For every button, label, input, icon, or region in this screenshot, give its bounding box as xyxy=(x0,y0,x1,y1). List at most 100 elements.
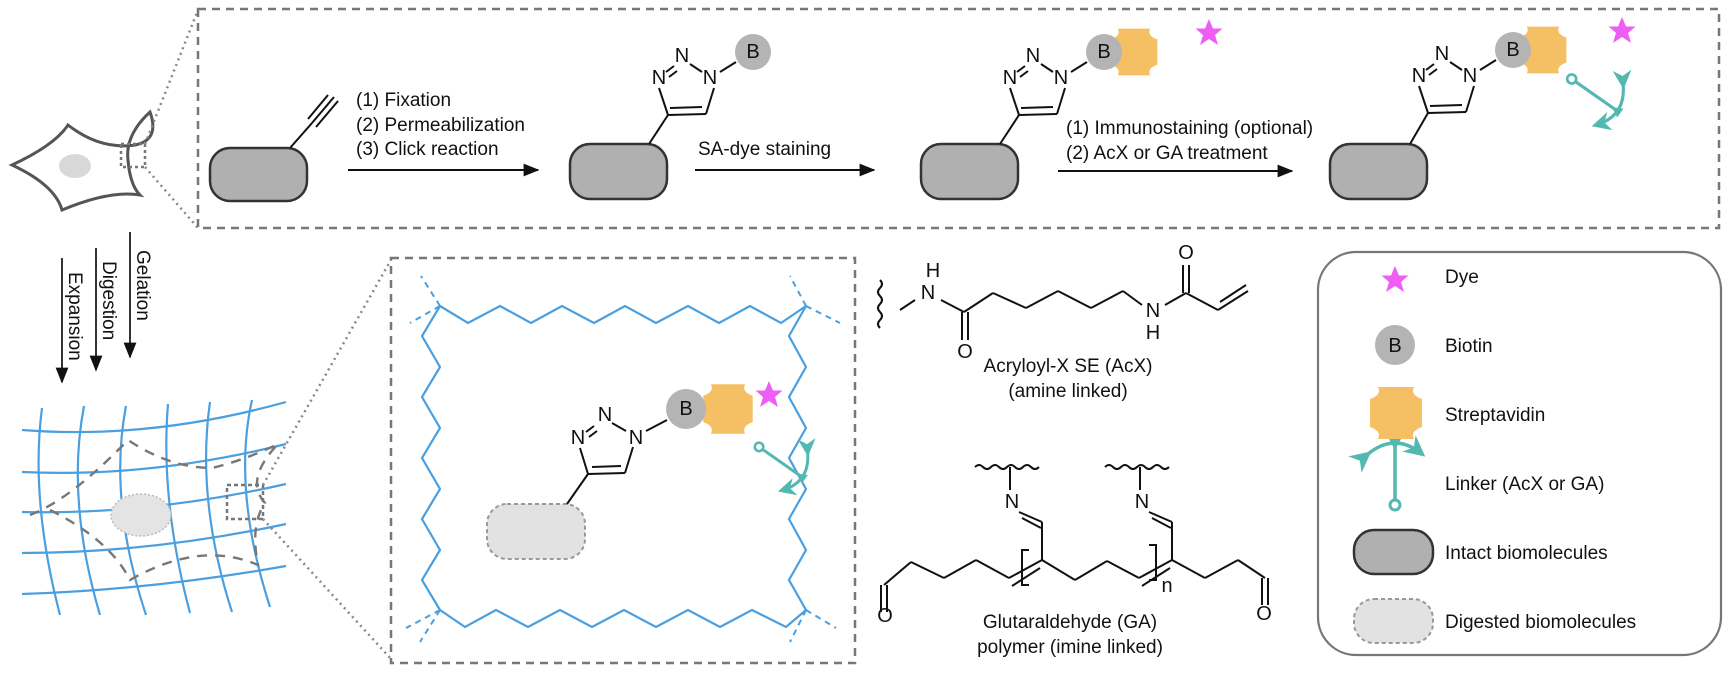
svg-text:N: N xyxy=(1003,67,1017,89)
dye-star xyxy=(755,381,783,407)
stage-linked: N N N B xyxy=(1328,17,1636,201)
linker-anchor xyxy=(742,426,818,498)
intact-biomolecule xyxy=(568,142,669,201)
biotin-circle xyxy=(735,34,771,70)
svg-text:N: N xyxy=(1135,491,1149,513)
intact-biomolecule xyxy=(208,146,309,203)
biotin-circle xyxy=(1495,32,1531,68)
svg-text:N: N xyxy=(1146,300,1160,322)
dye-star xyxy=(1608,17,1636,43)
polymer-chains xyxy=(405,275,841,643)
svg-text:H: H xyxy=(1146,322,1160,344)
svg-text:N: N xyxy=(571,427,585,449)
svg-text:B: B xyxy=(1097,41,1110,63)
acx-title: Acryloyl-X SE (AcX) xyxy=(984,356,1153,377)
acx-atoms: H N O N H O xyxy=(921,242,1194,363)
streptavidin-icon xyxy=(1370,387,1422,439)
zoom-line xyxy=(262,518,393,661)
svg-text:n: n xyxy=(1161,575,1172,597)
svg-text:(2) Permeabilization: (2) Permeabilization xyxy=(356,115,525,136)
triazole-ring: N N N xyxy=(999,45,1068,145)
digested-biomolecule xyxy=(486,503,586,560)
svg-text:H: H xyxy=(926,260,940,282)
triazole-ring: N N N xyxy=(1409,43,1477,145)
legend-frame xyxy=(1316,250,1723,657)
svg-text:Linker (AcX or GA): Linker (AcX or GA) xyxy=(1445,474,1604,495)
svg-text:N: N xyxy=(703,67,717,89)
digested-cell-outline xyxy=(29,438,279,582)
step-digestion: Digestion xyxy=(98,261,119,340)
cell-illustration xyxy=(8,109,155,213)
svg-text:B: B xyxy=(746,41,759,63)
legend-item-biotin: B Biotin xyxy=(1375,325,1493,365)
streptavidin-shape xyxy=(703,384,753,434)
step2-label: SA-dye staining xyxy=(698,139,831,160)
biotin-circle-icon xyxy=(1375,325,1415,365)
process-arrows: Gelation Digestion Expansion xyxy=(55,232,153,384)
ga-title: Glutaraldehyde (GA) xyxy=(983,612,1157,633)
legend: Dye B Biotin Streptavidin Linker (AcX or… xyxy=(1316,250,1723,657)
linker-anchor xyxy=(1554,56,1634,132)
ga-structure xyxy=(880,464,1269,612)
stage-biotin: N N N B xyxy=(568,34,771,201)
zoom-line xyxy=(144,166,199,229)
svg-text:N: N xyxy=(1463,65,1477,87)
legend-item-streptavidin: Streptavidin xyxy=(1370,387,1545,439)
zoom-line xyxy=(261,257,394,486)
intact-biomolecule xyxy=(1328,142,1429,201)
cell-nucleus xyxy=(59,154,91,178)
zoom-line xyxy=(143,9,200,145)
svg-text:N: N xyxy=(1412,65,1426,87)
svg-text:O: O xyxy=(957,341,973,363)
svg-text:(3) Click reaction: (3) Click reaction xyxy=(356,139,499,160)
svg-text:Biotin: Biotin xyxy=(1445,336,1493,357)
svg-text:(1) Fixation: (1) Fixation xyxy=(356,90,451,111)
svg-text:N: N xyxy=(629,427,643,449)
svg-text:B: B xyxy=(1388,335,1401,357)
svg-text:B: B xyxy=(679,398,692,420)
svg-text:B: B xyxy=(1506,39,1519,61)
svg-text:(1) Immunostaining (optional): (1) Immunostaining (optional) xyxy=(1066,118,1313,139)
legend-item-linker: Linker (AcX or GA) xyxy=(1368,439,1604,510)
svg-text:(2) AcX or GA treatment: (2) AcX or GA treatment xyxy=(1066,143,1268,164)
dye-star-icon xyxy=(1381,266,1409,292)
svg-text:N: N xyxy=(675,45,689,67)
biotin-circle xyxy=(1086,34,1122,70)
legend-item-intact: Intact biomolecules xyxy=(1352,528,1608,576)
stage-sa-dye: N N N B xyxy=(919,19,1223,201)
svg-text:N: N xyxy=(598,404,612,426)
intact-biomolecule xyxy=(919,142,1020,201)
svg-text:Digested biomolecules: Digested biomolecules xyxy=(1445,612,1636,633)
svg-text:Streptavidin: Streptavidin xyxy=(1445,405,1545,426)
digested-biomolecule-icon xyxy=(1353,598,1434,644)
svg-text:N: N xyxy=(921,282,935,304)
step1-label: (1) Fixation (2) Permeabilization (3) Cl… xyxy=(356,90,525,160)
svg-text:N: N xyxy=(1005,491,1019,513)
step-gelation: Gelation xyxy=(132,250,153,321)
svg-text:O: O xyxy=(1178,242,1194,264)
svg-text:N: N xyxy=(1054,67,1068,89)
triazole-ring: N N N xyxy=(648,45,717,145)
svg-text:N: N xyxy=(652,67,666,89)
svg-text:Intact biomolecules: Intact biomolecules xyxy=(1445,543,1608,564)
svg-text:Dye: Dye xyxy=(1445,267,1479,288)
acx-subtitle: (amine linked) xyxy=(1008,381,1127,402)
linker-anchor-icon xyxy=(1368,439,1422,510)
digested-nucleus xyxy=(110,493,172,537)
ga-atoms: N N O O n xyxy=(877,491,1272,627)
dye-star xyxy=(1195,19,1223,45)
intact-biomolecule-icon xyxy=(1352,528,1435,576)
step3-label: (1) Immunostaining (optional) (2) AcX or… xyxy=(1066,118,1313,164)
zoomed-gel-frame xyxy=(389,256,857,665)
legend-item-digested: Digested biomolecules xyxy=(1353,598,1636,644)
step-expansion: Expansion xyxy=(64,272,85,361)
zoomed-conjugate: N N N B xyxy=(486,381,818,560)
svg-text:O: O xyxy=(877,605,893,627)
legend-item-dye: Dye xyxy=(1381,266,1479,292)
stage-alkyne xyxy=(208,94,339,203)
top-panel-frame xyxy=(196,7,1721,230)
svg-text:N: N xyxy=(1435,43,1449,65)
acx-structure xyxy=(877,265,1249,340)
svg-text:N: N xyxy=(1026,45,1040,67)
